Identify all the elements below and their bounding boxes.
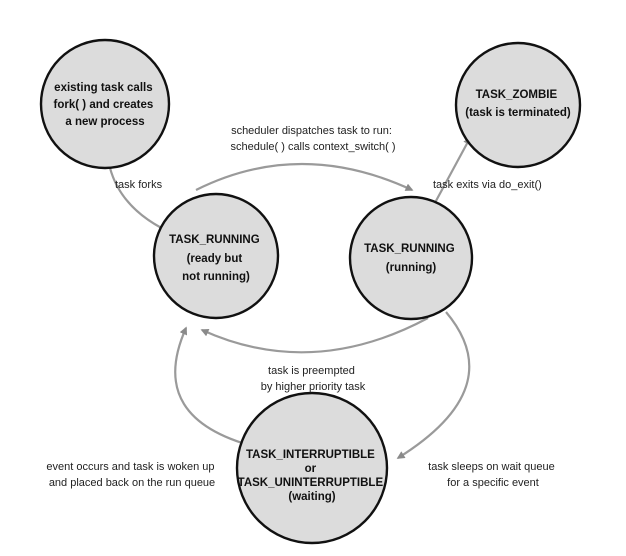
transition-preempt-label: task is preempted by higher priority tas… (261, 365, 366, 393)
transition-task-forks-label: task forks (115, 179, 163, 191)
transition-sleep-label: task sleeps on wait queue for a specific… (428, 461, 558, 489)
state-running-circle (348, 195, 474, 321)
state-waiting-circle (235, 391, 389, 545)
state-ready-label: TASK_RUNNING (ready but not running) (169, 234, 263, 283)
state-ready-circle (152, 192, 280, 320)
arrow-sleep (396, 311, 471, 459)
arrow-preempt (200, 317, 429, 354)
state-fork-label: existing task calls fork( ) and creates … (54, 82, 157, 128)
transition-wake-label: event occurs and task is woken up and pl… (46, 461, 217, 489)
state-zombie-label: TASK_ZOMBIE (task is terminated) (465, 89, 571, 119)
transition-dispatch-label: scheduler dispatches task to run: schedu… (230, 125, 395, 153)
state-fork-circle (39, 38, 171, 170)
arrow-exit (429, 136, 471, 213)
state-running-label: TASK_RUNNING (running) (364, 243, 458, 274)
state-waiting-label: TASK_INTERRUPTIBLE or TASK_UNINTERRUPTIB… (238, 449, 387, 503)
state-zombie-circle (454, 41, 582, 169)
arrow-dispatch (195, 162, 414, 191)
arrow-wake (174, 326, 261, 450)
transition-exit-label: task exits via do_exit() (433, 179, 542, 191)
